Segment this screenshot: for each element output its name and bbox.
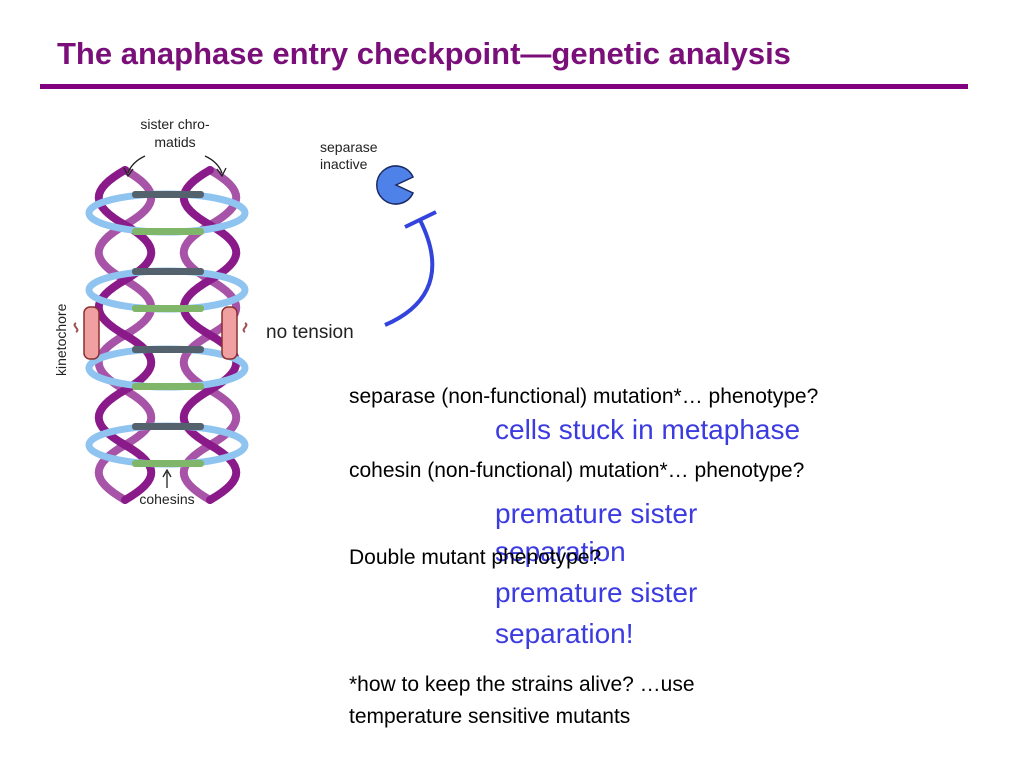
- cohesins-label: cohesins: [139, 491, 194, 507]
- cohesin-ring: [85, 345, 249, 391]
- question-double-mutant: Double mutant phenotype?: [349, 546, 602, 569]
- inhibition-bar: [404, 210, 437, 229]
- chromatid-left: [94, 166, 156, 504]
- question-cohesin: cohesin (non-functional) mutation*… phen…: [349, 459, 805, 482]
- cohesin-ring: [85, 190, 249, 236]
- arrow-right-chromatid: [204, 155, 223, 174]
- answer-separase: cells stuck in metaphase: [495, 414, 801, 445]
- kinetochore-left: [83, 306, 100, 360]
- title-divider: [40, 84, 968, 89]
- kinetochore-label: kinetochore: [53, 303, 69, 376]
- sister-chromatids-label-2: matids: [154, 134, 195, 150]
- chromatid-right: [179, 166, 241, 504]
- answer-double-mutant-line1: premature sister: [495, 577, 698, 608]
- arrow-left-chromatid: [127, 155, 146, 174]
- answer-cohesin-line1: premature sister: [495, 498, 698, 529]
- kinetochore-right: [221, 306, 238, 360]
- inhibition-arrow: [384, 219, 435, 327]
- answer-cohesin-line2: separation: [495, 536, 626, 567]
- answer-double-mutant-line2: separation!: [495, 618, 634, 649]
- cohesin-ring: [85, 422, 249, 468]
- separase-label-2: inactive: [320, 156, 368, 172]
- kinetochores: [73, 306, 248, 360]
- sister-chromatids-label: sister chro-: [140, 116, 210, 132]
- separase-label: separase: [320, 139, 378, 155]
- no-tension-label: no tension: [266, 322, 354, 343]
- cohesin-ring: [85, 267, 249, 313]
- separase-inactive-icon: [376, 165, 414, 205]
- chromosome-figure: sister chro- matids kinetochore cohesins…: [53, 116, 437, 507]
- slide-title: The anaphase entry checkpoint—genetic an…: [57, 36, 791, 71]
- footnote-line2: temperature sensitive mutants: [349, 705, 631, 728]
- footnote-line1: *how to keep the strains alive? …use: [349, 673, 695, 696]
- cohesin-rings: [85, 190, 249, 468]
- question-separase: separase (non-functional) mutation*… phe…: [349, 385, 819, 408]
